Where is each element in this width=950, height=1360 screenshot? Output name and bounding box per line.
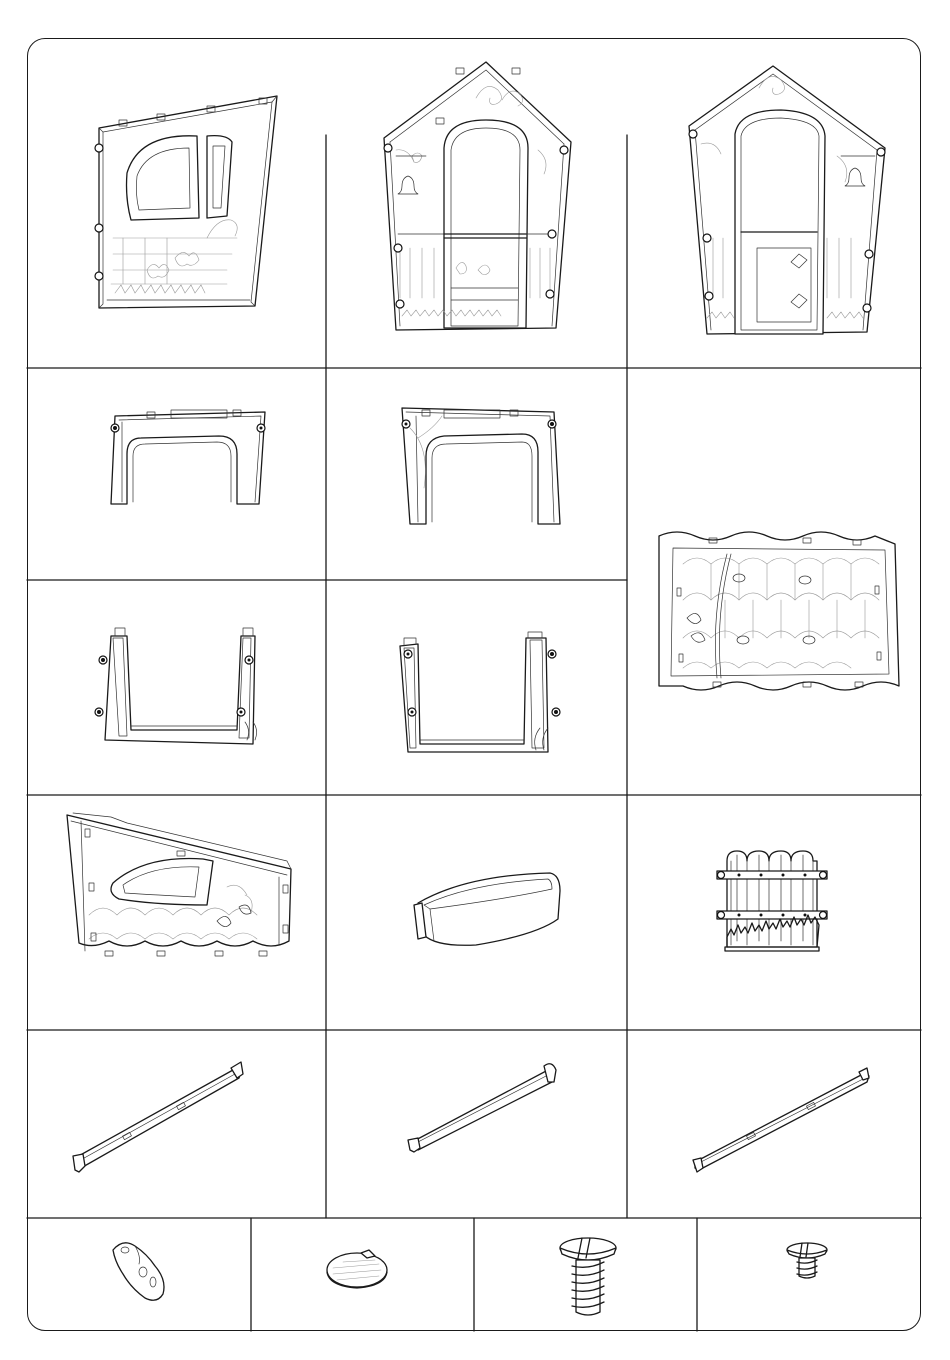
roof-ridge-bar-long-icon — [27, 1030, 326, 1218]
part-cap-plug — [251, 1218, 474, 1331]
part-hinge-clip — [27, 1218, 251, 1331]
part-roof-ridge-bar-short — [326, 1030, 627, 1218]
part-window-flower-box — [326, 795, 627, 1030]
cap-plug-icon — [251, 1218, 474, 1331]
floor-rail-bar-icon — [627, 1030, 921, 1218]
part-front-wall-door — [627, 38, 921, 368]
part-floor-rail-bar — [627, 1030, 921, 1218]
part-front-wall-door-frame — [326, 38, 627, 368]
hinge-clip-icon — [27, 1218, 251, 1331]
front-wall-door-frame-panel-icon — [326, 38, 627, 368]
roof-panel-icon — [627, 368, 921, 795]
lower-wall-frame-left-icon — [27, 580, 326, 795]
roof-ridge-bar-short-icon — [326, 1030, 627, 1218]
part-small-screw — [697, 1218, 921, 1331]
lower-wall-frame-right-icon — [326, 580, 627, 795]
window-flower-box-icon — [326, 795, 627, 1030]
part-large-screw — [474, 1218, 697, 1331]
upper-window-frame-right-icon — [326, 368, 627, 580]
part-upper-frame-left — [27, 368, 326, 580]
part-roof-panel — [627, 368, 921, 795]
part-upper-frame-right — [326, 368, 627, 580]
fence-gate-icon — [627, 795, 921, 1030]
part-lower-frame-right — [326, 580, 627, 795]
part-roof-ridge-bar-long — [27, 1030, 326, 1218]
side-wall-window-panel-icon — [27, 38, 326, 368]
front-wall-door-panel-icon — [627, 38, 921, 368]
upper-window-frame-left-icon — [27, 368, 326, 580]
part-fence-gate — [627, 795, 921, 1030]
part-lower-frame-left — [27, 580, 326, 795]
large-screw-icon — [474, 1218, 697, 1331]
part-gable-roof-panel — [27, 795, 326, 1030]
gable-roof-panel-icon — [27, 795, 326, 1030]
part-side-wall-window — [27, 38, 326, 368]
small-screw-icon — [697, 1218, 921, 1331]
